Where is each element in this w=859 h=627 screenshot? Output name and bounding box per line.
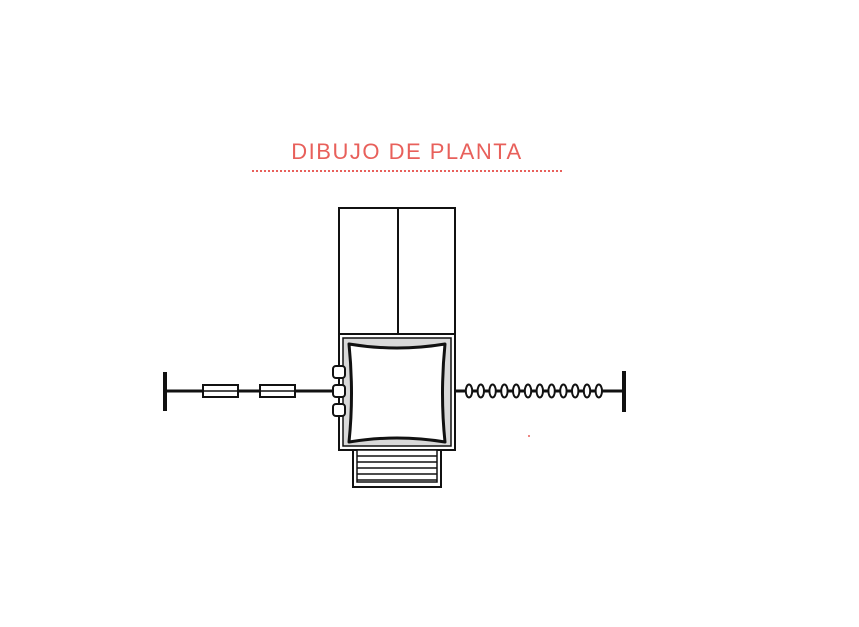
roof-section xyxy=(338,207,456,335)
knob-mid xyxy=(332,384,346,398)
spring-coil xyxy=(476,383,485,399)
marker-dot xyxy=(528,435,530,437)
page-title: DIBUJO DE PLANTA xyxy=(291,139,523,164)
knob-top xyxy=(332,365,346,379)
spring-coil xyxy=(547,383,556,399)
right-arm xyxy=(455,371,626,412)
spring-coil xyxy=(594,383,603,399)
spring-coil xyxy=(535,383,544,399)
spring-coil xyxy=(571,383,580,399)
deck-panel xyxy=(347,342,447,444)
title-block: DIBUJO DE PLANTA xyxy=(252,138,562,178)
spring-coil xyxy=(512,383,521,399)
spring-coil xyxy=(523,383,533,399)
left-arm xyxy=(163,365,346,417)
spring-coils xyxy=(464,383,603,399)
spring-coil xyxy=(582,383,592,399)
steps-ladder xyxy=(352,449,442,488)
spring-coil xyxy=(500,383,509,399)
knob-bottom xyxy=(332,403,346,417)
title-dotted-rule xyxy=(252,170,562,172)
spring-coil xyxy=(559,383,568,399)
spring-coil xyxy=(488,383,497,399)
deck-frame xyxy=(338,333,456,451)
spring-coil xyxy=(464,383,474,399)
